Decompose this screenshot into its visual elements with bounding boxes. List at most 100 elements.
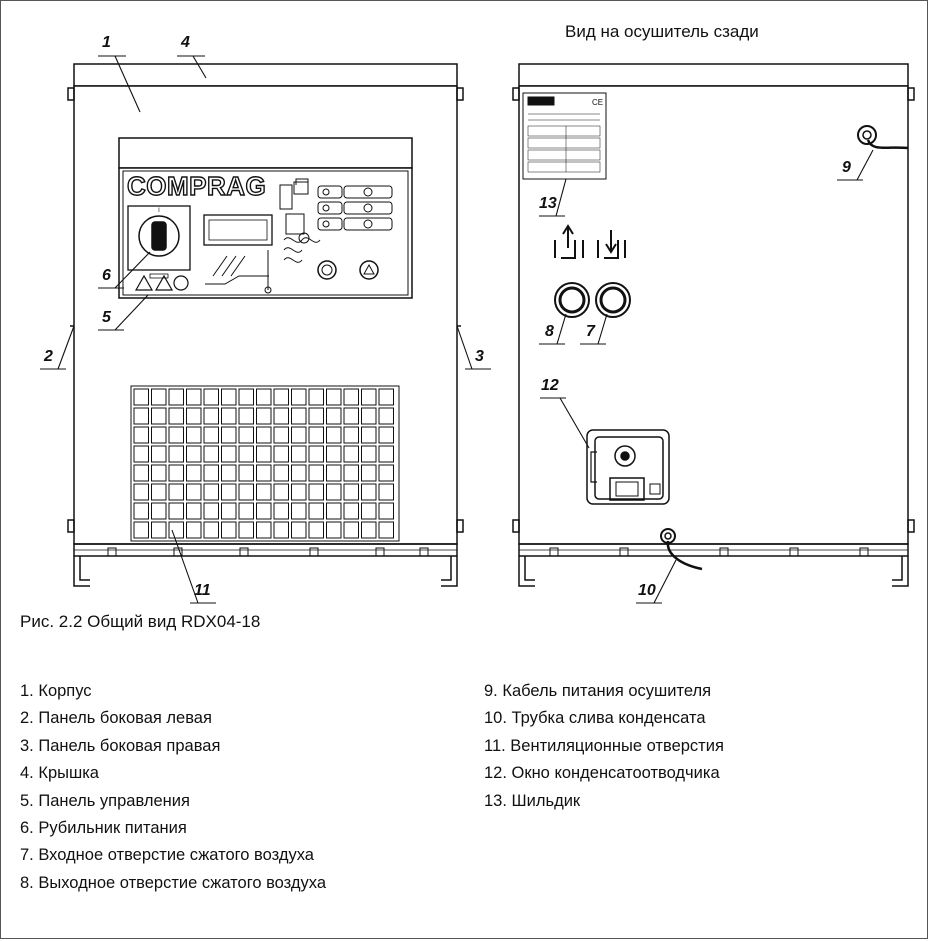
vent-cell [291,464,307,482]
air-direction-symbols [554,224,626,259]
ventilation-grid [130,385,400,542]
vent-cell [308,445,324,463]
vent-cell [203,407,219,425]
vent-cell [291,521,307,539]
vent-cell [308,388,324,406]
vent-cell [168,464,184,482]
vent-cell [256,407,272,425]
vent-cell [273,445,289,463]
vent-cell [151,407,167,425]
legend-item: 8. Выходное отверстие сжатого воздуха [20,873,326,892]
vent-cell [361,426,377,444]
callout-13: 13 [539,195,557,212]
vent-cell [378,407,394,425]
callout-2: 2 [44,348,53,365]
vent-cell [378,426,394,444]
vent-cell [203,502,219,520]
vent-cell [308,502,324,520]
vent-cell [291,502,307,520]
vent-cell [238,388,254,406]
vent-cell [361,407,377,425]
vent-cell [256,483,272,501]
vent-cell [203,388,219,406]
vent-cell [186,407,202,425]
indicator-rows [317,185,393,231]
vent-cell [291,426,307,444]
panel-button-left [317,260,337,280]
legend-item: 4. Крышка [20,764,99,783]
control-panel-hood [118,137,413,169]
vent-cell [186,388,202,406]
legend-item: 2. Панель боковая левая [20,709,212,728]
legend-item: 5. Панель управления [20,791,190,810]
vent-cell [361,445,377,463]
vent-cell [221,464,237,482]
vent-cell [203,445,219,463]
condensate-drain-window [586,429,670,505]
vent-cell [238,407,254,425]
rear-view-title: Вид на осушитель сзади [565,22,759,41]
vent-cell [221,521,237,539]
vent-cell [378,483,394,501]
callout-7: 7 [586,323,595,340]
callout-3: 3 [475,348,484,365]
legend-item: 10. Трубка слива конденсата [484,709,706,728]
vent-cell [308,521,324,539]
figure-caption: Рис. 2.2 Общий вид RDX04-18 [20,612,261,631]
lid [73,63,458,87]
vent-cell [133,388,149,406]
vent-cell [361,483,377,501]
vent-cell [326,407,342,425]
callout-10: 10 [638,582,656,599]
vent-cell [133,445,149,463]
vent-cell [273,407,289,425]
vent-cell [168,521,184,539]
vent-cell [378,521,394,539]
vent-cell [133,426,149,444]
vent-cell [308,464,324,482]
vent-cell [343,445,359,463]
vent-cell [343,502,359,520]
vent-cell [238,521,254,539]
vent-cell [308,426,324,444]
legend-item: 12. Окно конденсатоотводчика [484,764,720,783]
vent-cell [168,483,184,501]
legend-right: 9. Кабель питания осушителя 10. Трубка с… [484,678,724,815]
vent-cell [343,407,359,425]
vent-cell [256,521,272,539]
vent-cell [151,464,167,482]
callout-6: 6 [102,267,111,284]
vent-cell [186,464,202,482]
vent-cell [238,426,254,444]
vent-cell [186,521,202,539]
vent-cell [256,426,272,444]
vent-cell [273,464,289,482]
vent-cell [221,407,237,425]
vent-cell [133,521,149,539]
vent-cell [378,388,394,406]
legend-item: 6. Рубильник питания [20,819,187,838]
legend-left: 1. Корпус 2. Панель боковая левая 3. Пан… [20,678,326,897]
svg-text:CE: CE [592,98,603,107]
legend-item: 13. Шильдик [484,791,581,810]
vent-cell [133,407,149,425]
condensate-tube [660,528,703,571]
vent-cell [221,445,237,463]
vent-cell [343,426,359,444]
vent-cell [238,502,254,520]
vent-cell [256,388,272,406]
vent-cell [378,445,394,463]
callout-12: 12 [541,377,559,394]
brand-logo: COMPRAG [127,171,266,201]
vent-cell [238,464,254,482]
vent-cell [273,483,289,501]
nameplate: CE [522,92,607,180]
vent-cell [256,502,272,520]
vent-cell [291,483,307,501]
vent-cell [308,483,324,501]
vent-cell [361,464,377,482]
vent-cell [168,407,184,425]
callout-5: 5 [102,309,111,326]
vent-cell [361,388,377,406]
